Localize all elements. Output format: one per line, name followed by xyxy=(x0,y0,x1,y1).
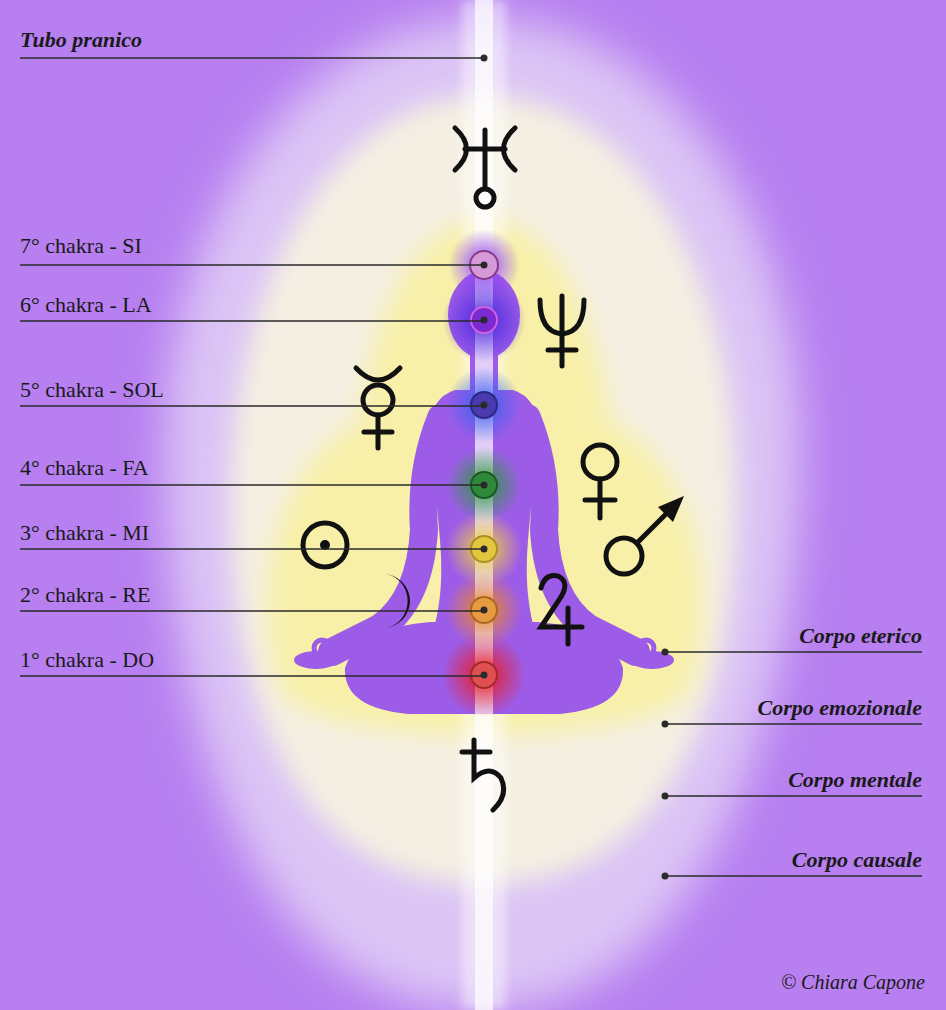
emotional-body-aura xyxy=(267,220,703,735)
leader-dot xyxy=(662,721,669,728)
leader-dot xyxy=(481,262,488,269)
chakra-label: 1° chakra - DO xyxy=(20,647,154,673)
chakras xyxy=(442,229,526,717)
leader-line xyxy=(665,723,922,725)
chakra-icon xyxy=(471,392,497,418)
leader-dot xyxy=(481,317,488,324)
leader-line xyxy=(20,610,484,611)
mercury-symbol xyxy=(356,368,400,448)
leader-dot xyxy=(662,873,669,880)
chakra-icon xyxy=(471,597,497,623)
leader-line xyxy=(20,484,484,486)
leader-line xyxy=(665,875,922,877)
chakra-label: 4° chakra - FA xyxy=(20,455,149,481)
leader-line xyxy=(665,795,922,797)
leader-dot xyxy=(481,55,488,62)
chakra-label: 2° chakra - RE xyxy=(20,582,150,608)
leader-line xyxy=(20,548,484,550)
leader-line xyxy=(20,264,484,266)
leader-dot xyxy=(481,672,488,679)
leader-dot xyxy=(662,649,669,656)
figure-arm xyxy=(527,418,636,652)
copyright-label: © Chiara Capone xyxy=(781,969,925,995)
sun-symbol xyxy=(303,523,347,567)
neptune-symbol xyxy=(540,296,584,366)
jupiter-symbol xyxy=(541,576,582,645)
chakra-glow xyxy=(442,278,526,362)
leader-dot xyxy=(481,402,488,409)
chakra-label: 6° chakra - LA xyxy=(20,292,152,318)
chakra-glow xyxy=(442,633,526,717)
planet-symbols xyxy=(303,128,684,810)
chakra-icon xyxy=(471,662,497,688)
figure-mudra xyxy=(638,640,654,656)
chakra-label: 3° chakra - MI xyxy=(20,520,149,546)
saturn-symbol xyxy=(462,740,504,810)
leader-line xyxy=(665,651,922,653)
mars-symbol xyxy=(606,496,684,574)
uranus-symbol xyxy=(455,128,515,207)
body-label: Corpo causale xyxy=(792,847,922,873)
leader-line xyxy=(20,405,484,406)
leader-line xyxy=(20,675,484,676)
leader-dot xyxy=(662,793,669,800)
body-label: Corpo mentale xyxy=(788,767,922,793)
body-label: Corpo emozionale xyxy=(758,695,922,721)
chakra-icon xyxy=(471,307,497,333)
figure-mudra xyxy=(314,640,330,656)
chakra-label: 5° chakra - SOL xyxy=(20,377,164,403)
chakra-glow xyxy=(446,367,522,443)
leader-dot xyxy=(481,607,488,614)
leader-line xyxy=(20,57,484,59)
tube-label: Tubo pranico xyxy=(20,27,142,53)
leader-dot xyxy=(481,546,488,553)
chakra-label: 7° chakra - SI xyxy=(20,233,142,259)
figure-arm xyxy=(332,418,441,652)
body-label: Corpo eterico xyxy=(799,623,922,649)
moon-symbol xyxy=(383,574,410,628)
leader-dot xyxy=(481,482,488,489)
venus-symbol xyxy=(583,445,617,518)
leader-line xyxy=(20,320,484,321)
